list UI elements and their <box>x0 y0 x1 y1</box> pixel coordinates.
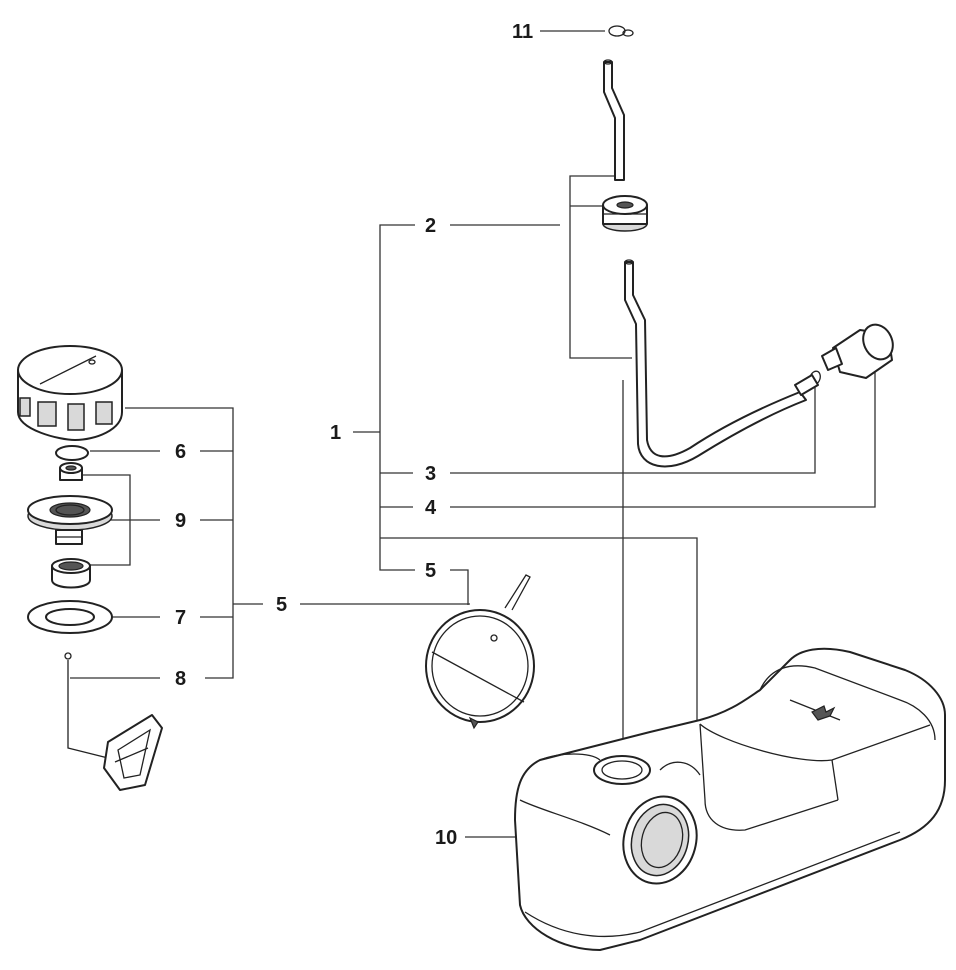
leader-4 <box>450 362 876 508</box>
leader-lines <box>70 30 876 838</box>
part-5-round-cap <box>425 574 535 730</box>
part-fuel-hose <box>624 259 821 468</box>
callout-7: 7 <box>175 607 186 629</box>
part-11-clip <box>608 25 634 37</box>
callout-6: 6 <box>175 441 186 463</box>
leader-5b <box>450 569 469 605</box>
callout-5-right: 5 <box>425 560 436 582</box>
part-9-valve <box>27 462 113 589</box>
callout-4: 4 <box>425 497 437 519</box>
part-6-disc <box>55 445 89 461</box>
callout-1: 1 <box>330 422 341 444</box>
callout-5-left: 5 <box>276 594 287 616</box>
part-7-washer <box>27 600 113 634</box>
leader-3 <box>450 385 816 474</box>
leader-1-to-10 <box>380 537 698 725</box>
leader-5a-bracket <box>125 407 234 679</box>
callout-10: 10 <box>435 827 457 849</box>
part-4-fuel-filter <box>821 323 894 379</box>
part-10-fuel-tank <box>514 647 946 951</box>
callout-11: 11 <box>512 21 533 43</box>
part-8-strap <box>64 652 163 791</box>
callout-3: 3 <box>425 463 436 485</box>
callout-8: 8 <box>175 668 186 690</box>
part-2-grommet <box>602 195 648 232</box>
leader-2-bracket <box>569 175 632 359</box>
part-fuel-tube-upper <box>603 59 625 181</box>
leader-1-bracket <box>379 224 415 571</box>
callout-9: 9 <box>175 510 186 532</box>
callout-2: 2 <box>425 215 436 237</box>
part-5-fuel-cap <box>17 345 123 441</box>
callout-numbers: 11 2 1 3 4 5 5 6 9 7 8 10 <box>175 21 533 849</box>
